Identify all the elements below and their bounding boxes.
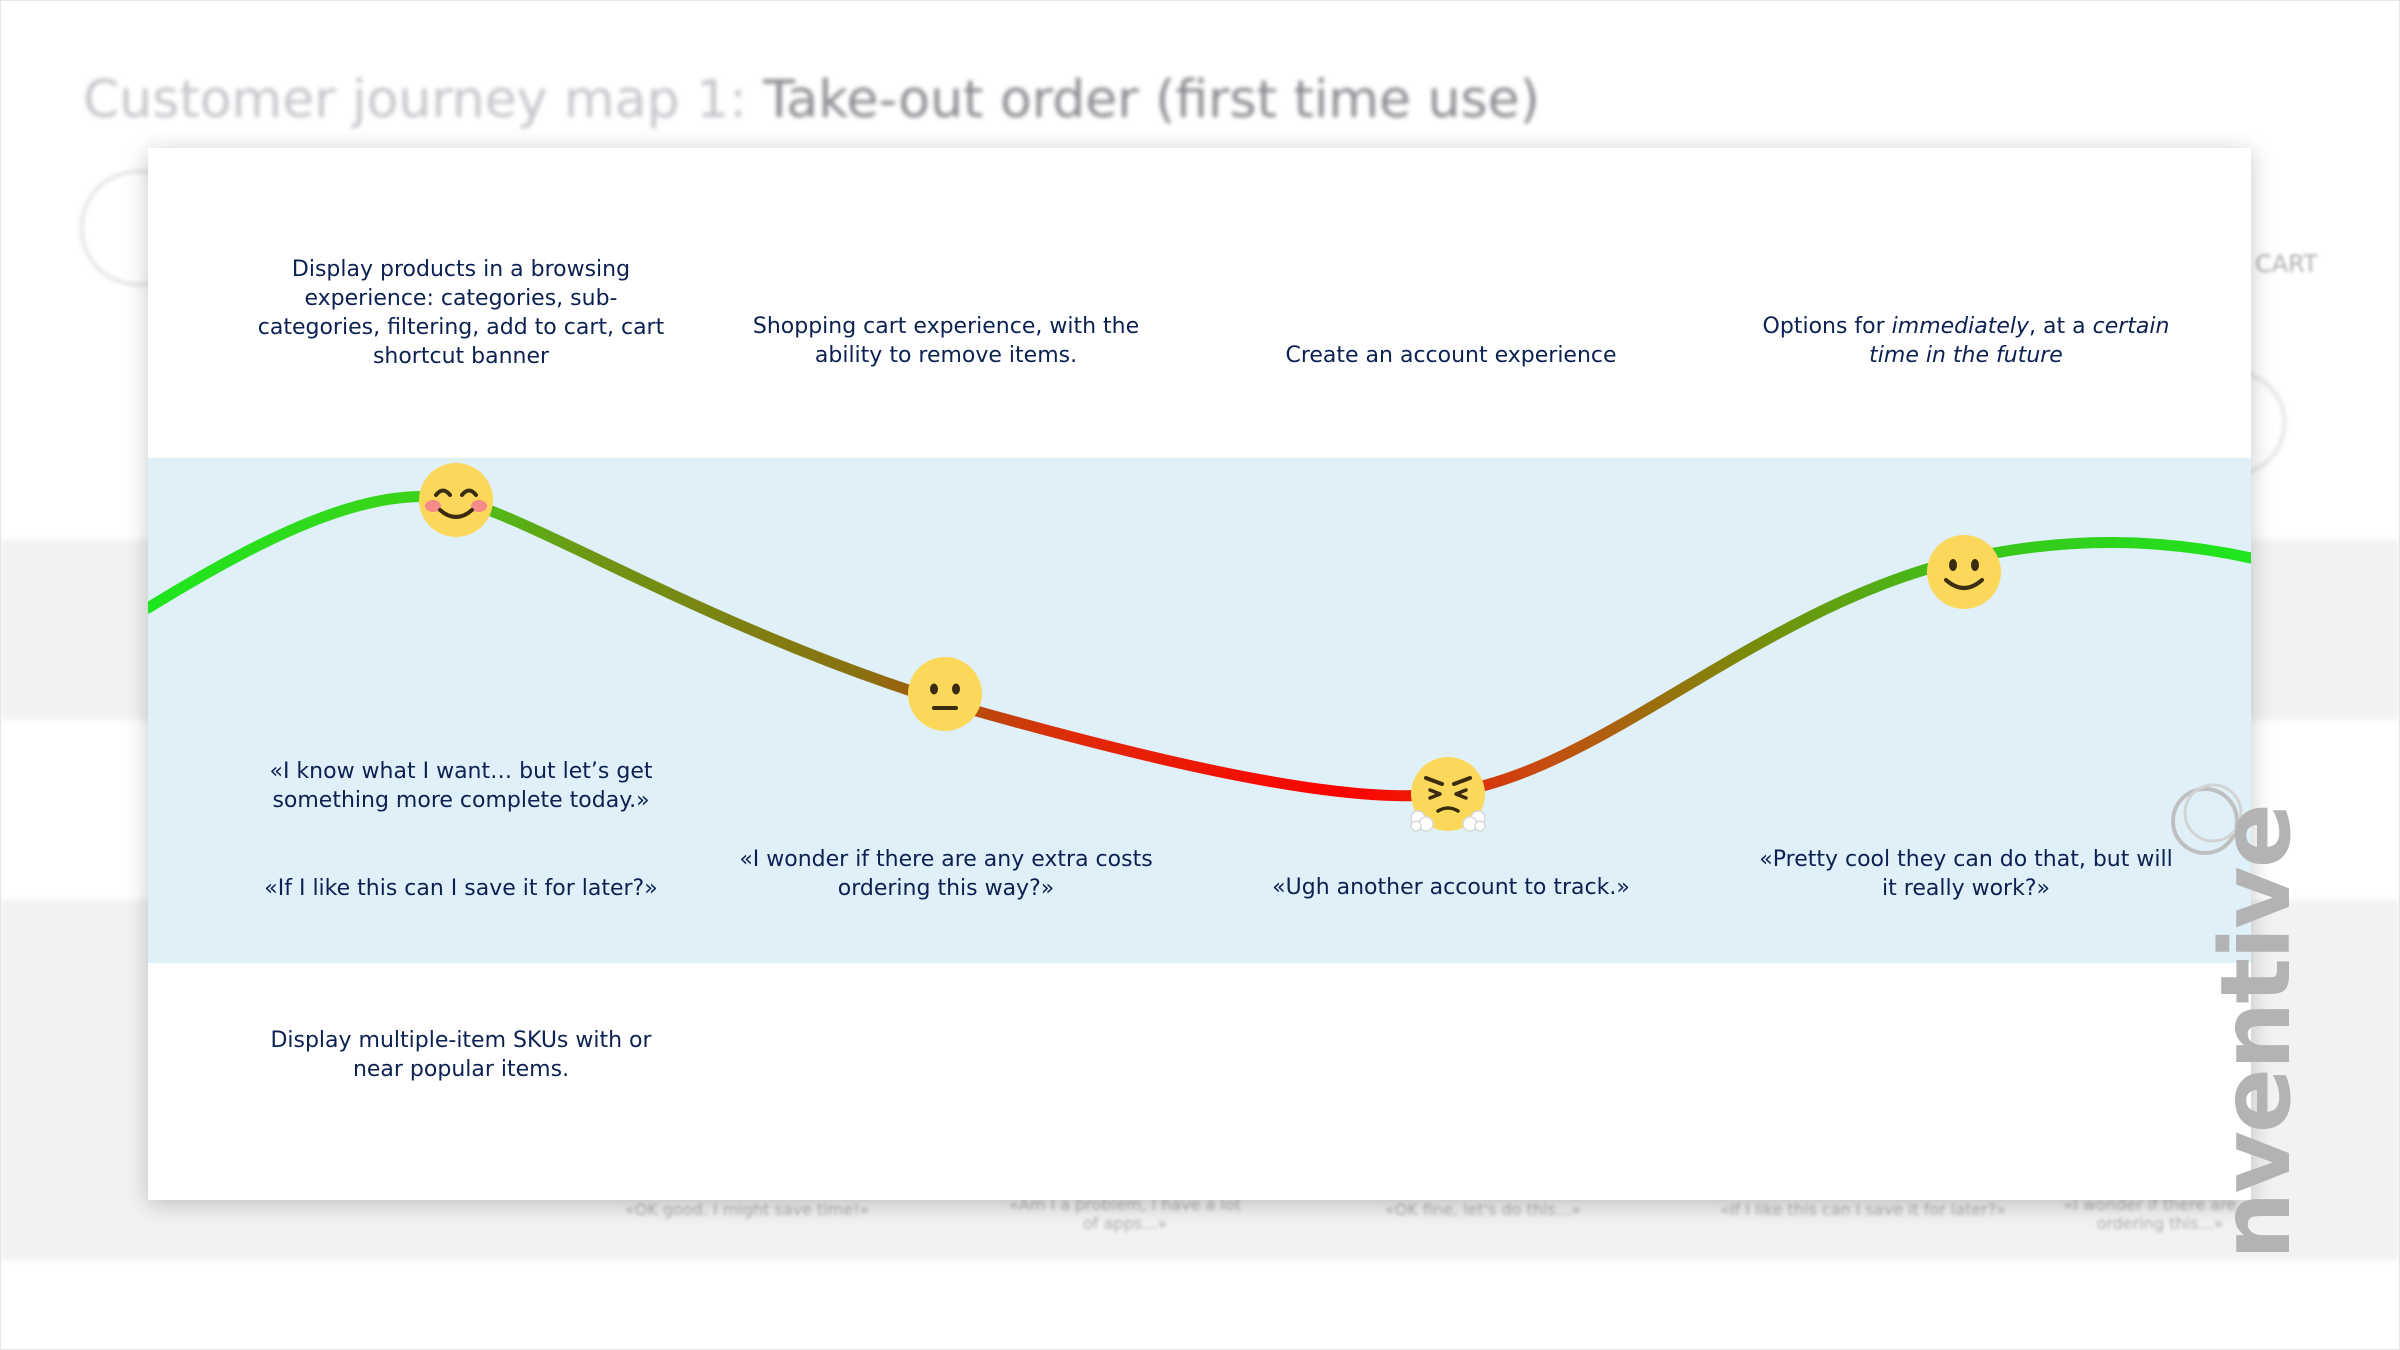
opportunity-4-text-part2: , at a [2029,314,2093,339]
thought-1b-text: «If I like this can I save it for later?… [264,876,658,901]
background-cart-label: CART [2255,250,2318,278]
emotion-band [148,458,2251,963]
neutral-face-emoji-icon [908,657,982,731]
smiling-blush-emoji-icon [419,463,493,537]
opportunity-4-text: Options for immediately, at a certain ti… [1751,312,2181,370]
footer-note-1-text: Display multiple-item SKUs with or near … [270,1028,652,1082]
opportunity-2-text: Shopping cart experience, with the abili… [752,314,1140,368]
smiling-face-emoji-icon [1927,535,2001,609]
thought-2-text: «I wonder if there are any extra costs o… [739,847,1153,901]
nventive-logo: nventive [2200,805,2312,1260]
background-quote-3: «OK fine, let's do this...» [1385,1200,1581,1219]
background-quote-1: «OK good. I might save time!» [625,1200,870,1219]
background-title: Customer journey map 1: Take-out order (… [83,70,1540,130]
thought-3-text: «Ugh another account to track.» [1272,875,1630,900]
opportunity-4-text-part1: Options for [1762,314,1892,339]
nventive-rings-icon [2171,783,2243,855]
background-title-main: Take-out order (first time use) [763,70,1540,130]
opportunity-4-emphasis-future: certain time in the future [1869,314,2170,368]
thought-1a-text: «I know what I want… but let’s get somet… [269,759,653,813]
background-quote-4: «If I like this can I save it for later?… [1720,1200,2007,1219]
opportunity-1-text: Display products in a browsing experienc… [257,257,665,369]
angry-steam-emoji-icon [1410,757,1486,832]
opportunity-4-emphasis-immediately: immediately [1891,314,2030,339]
thought-4-text: «Pretty cool they can do that, but will … [1759,847,2173,901]
background-quote-2: «Am I a problem, I have a lot of apps...… [1008,1195,1242,1233]
background-title-prefix: Customer journey map 1: [83,70,764,130]
journey-map-card: Display products in a browsing experienc… [148,148,2251,1200]
opportunity-3-text: Create an account experience [1285,343,1617,368]
